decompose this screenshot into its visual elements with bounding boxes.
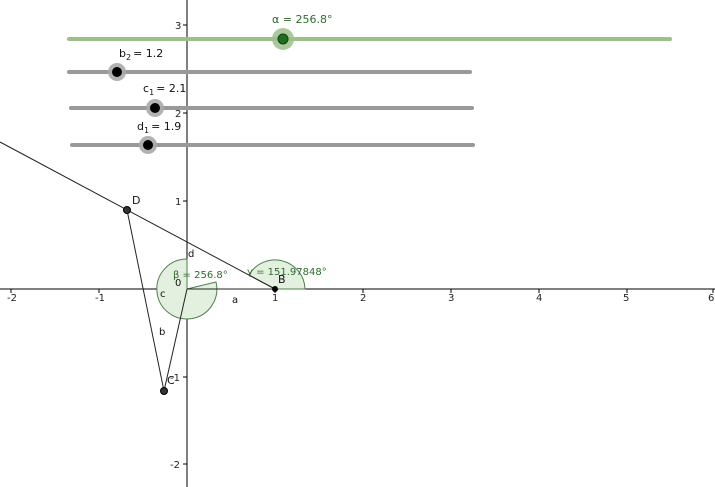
segment-d-label: d	[188, 249, 194, 260]
x-axis-tick-labels: -2 -1 0 1 2 3 4 5 6	[7, 293, 714, 304]
point-c-label: C	[167, 374, 175, 387]
slider-c1-name: c	[143, 82, 149, 95]
x-tick-label: 6	[708, 293, 714, 304]
segment-c[interactable]	[163, 288, 188, 392]
slider-b2-name: b	[119, 47, 126, 60]
slider-b2-value: = 1.2	[133, 47, 163, 60]
slider-d1-handle[interactable]	[143, 140, 153, 150]
slider-c1[interactable]: c1= 2.1	[69, 82, 474, 117]
x-tick-label: -1	[95, 293, 105, 304]
point-b-label: B	[278, 273, 286, 286]
slider-c1-subscript: 1	[149, 88, 154, 97]
angle-gamma-label: γ = 151.97848°	[247, 267, 327, 278]
x-tick-label: 1	[272, 293, 278, 304]
slider-alpha-label: α = 256.8°	[272, 13, 332, 26]
point-c[interactable]	[160, 387, 168, 395]
slider-alpha-name: α	[272, 13, 279, 26]
y-axis-ticks	[183, 24, 187, 465]
slider-c1-value: = 2.1	[156, 82, 186, 95]
x-tick-label: 2	[360, 293, 366, 304]
point-d-label: D	[132, 194, 140, 207]
x-tick-label: -2	[7, 293, 17, 304]
slider-d1-name: d	[137, 120, 144, 133]
segment-b-label: b	[159, 327, 165, 338]
segment-a-label: a	[232, 295, 238, 306]
slider-alpha-equals: =	[279, 13, 295, 26]
slider-alpha-handle[interactable]	[277, 33, 289, 45]
angle-beta-label: β = 256.8°	[173, 270, 228, 281]
y-tick-label: 1	[175, 197, 181, 208]
segment-b[interactable]	[126, 209, 165, 392]
point-b[interactable]	[272, 286, 278, 292]
slider-b2[interactable]: b2= 1.2	[67, 47, 472, 81]
y-tick-label: -1	[170, 373, 180, 384]
slider-b2-label: b2= 1.2	[119, 47, 163, 62]
x-tick-label: 4	[536, 293, 542, 304]
x-tick-label: 3	[448, 293, 454, 304]
slider-d1-value: = 1.9	[151, 120, 181, 133]
slider-c1-handle[interactable]	[150, 103, 160, 113]
slider-d1-subscript: 1	[144, 126, 149, 135]
slider-alpha[interactable]: α = 256.8°	[67, 13, 672, 50]
slider-b2-subscript: 2	[126, 53, 131, 62]
segment-c-label: c	[160, 289, 166, 300]
slider-c1-label: c1= 2.1	[143, 82, 186, 97]
angle-gamma-sector[interactable]	[248, 259, 306, 290]
y-tick-label: 3	[175, 21, 181, 32]
slider-d1-label: d1= 1.9	[137, 120, 181, 135]
origin-label: 0	[175, 278, 181, 289]
point-d[interactable]	[123, 206, 131, 214]
line-bd[interactable]	[0, 141, 276, 290]
slider-b2-handle[interactable]	[112, 67, 122, 77]
y-axis-tick-labels: 3 2 1 -1 -2	[170, 21, 181, 471]
y-tick-label: 2	[175, 109, 181, 120]
x-tick-label: 5	[623, 293, 629, 304]
slider-alpha-value: 256.8°	[295, 13, 332, 26]
slider-d1[interactable]: d1= 1.9	[70, 120, 475, 154]
y-tick-label: -2	[170, 460, 180, 471]
